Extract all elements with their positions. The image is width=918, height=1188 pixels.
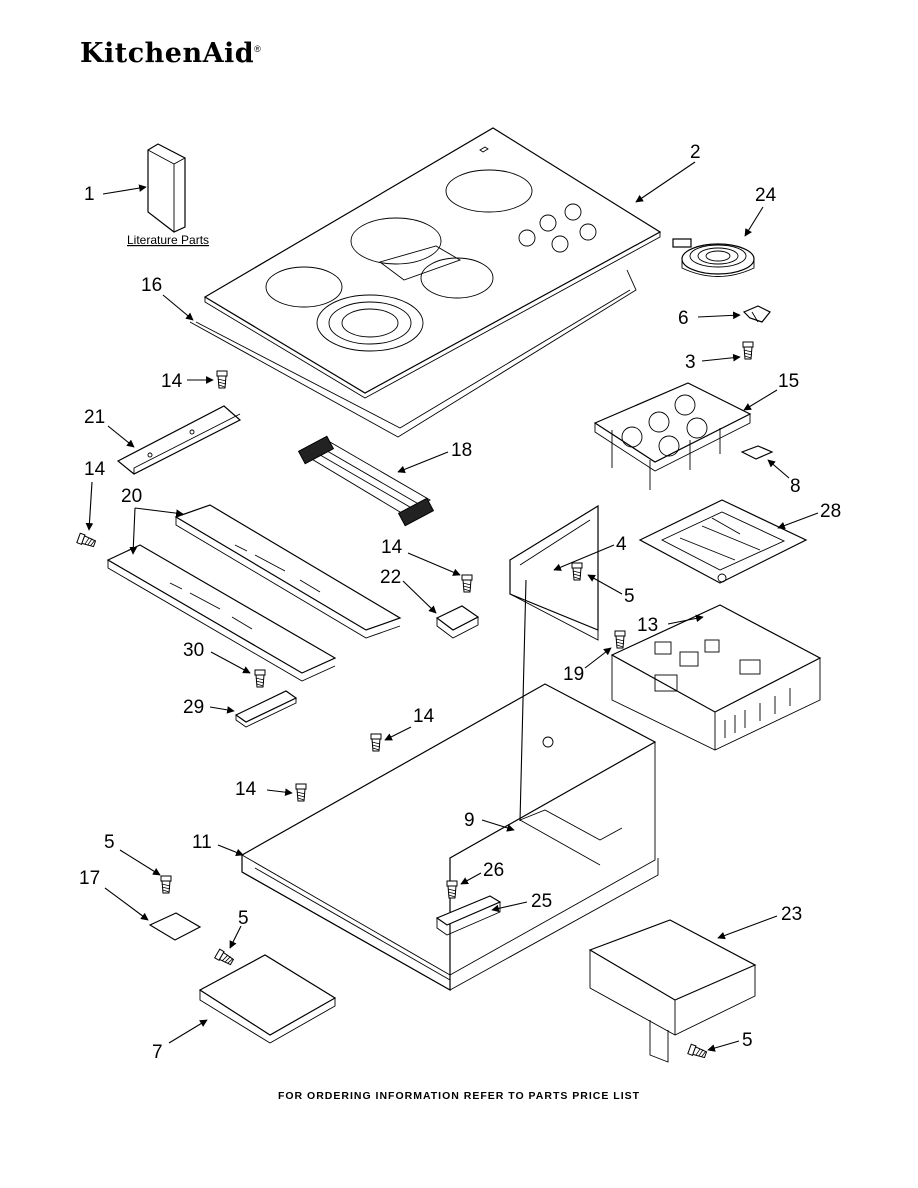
shield-bracket xyxy=(509,504,599,641)
callout-22: 22 xyxy=(380,567,401,588)
retaining-clip xyxy=(742,305,771,323)
glass-seal-gasket xyxy=(189,269,637,438)
callout-26: 26 xyxy=(483,860,504,881)
callout-5-d: 5 xyxy=(742,1030,753,1051)
callout-14-a: 14 xyxy=(161,371,183,392)
callout-8: 8 xyxy=(790,476,801,497)
screw-5b xyxy=(160,875,172,894)
screw-5c xyxy=(214,948,235,967)
junction-box xyxy=(588,919,757,1063)
screw-26 xyxy=(446,880,458,899)
callout-15: 15 xyxy=(778,371,799,392)
leader-lines xyxy=(85,161,819,1052)
wire-clip-bracket xyxy=(435,605,480,639)
support-rail-upper xyxy=(174,504,402,639)
junction-bracket xyxy=(198,954,337,1044)
callout-25: 25 xyxy=(531,891,552,912)
callout-29: 29 xyxy=(183,697,204,718)
callout-4: 4 xyxy=(616,534,627,555)
radiant-element xyxy=(672,238,755,277)
callout-5-a: 5 xyxy=(624,586,635,607)
terminal-plate xyxy=(234,690,298,728)
callout-9: 9 xyxy=(464,810,475,831)
callout-14-e: 14 xyxy=(235,779,257,800)
callout-28: 28 xyxy=(820,501,841,522)
callout-14-d: 14 xyxy=(413,706,435,727)
callout-21: 21 xyxy=(84,407,105,428)
brand-name: KitchenAid xyxy=(80,38,255,69)
support-rail-lower xyxy=(106,544,337,682)
ground-plate xyxy=(148,912,202,941)
ordering-info-footer: FOR ORDERING INFORMATION REFER TO PARTS … xyxy=(277,1090,641,1102)
callout-3: 3 xyxy=(685,352,696,373)
screw-14e xyxy=(295,783,307,802)
control-board xyxy=(593,382,752,490)
screw-5d xyxy=(687,1043,708,1060)
literature-parts-label: Literature Parts xyxy=(127,233,209,247)
screw-5a xyxy=(571,562,583,581)
callout-20: 20 xyxy=(121,486,142,507)
screw-19 xyxy=(614,630,626,649)
side-bracket xyxy=(116,405,242,475)
callout-6: 6 xyxy=(678,308,689,329)
callout-24: 24 xyxy=(755,185,777,206)
registered-mark: ® xyxy=(254,44,262,54)
screw-30 xyxy=(254,669,266,688)
callout-5-b: 5 xyxy=(104,832,115,853)
cooktop-chassis-box xyxy=(241,683,659,992)
screw-14a xyxy=(216,370,228,389)
callout-11: 11 xyxy=(192,832,212,853)
callout-2: 2 xyxy=(690,142,701,163)
callout-labels: 1 Literature Parts 2 24 16 6 3 14 15 21 … xyxy=(79,142,841,1063)
callout-1: 1 xyxy=(84,184,95,205)
callout-7: 7 xyxy=(152,1042,163,1063)
callout-30: 30 xyxy=(183,640,204,661)
callout-5-c: 5 xyxy=(238,908,249,929)
callout-18: 18 xyxy=(451,440,472,461)
literature-booklet xyxy=(147,143,186,233)
ribbon-cable xyxy=(297,435,435,527)
screw-14b xyxy=(76,532,97,549)
callout-13: 13 xyxy=(637,615,658,636)
callout-19: 19 xyxy=(563,664,584,685)
callout-14-c: 14 xyxy=(381,537,403,558)
screw-14d xyxy=(370,733,382,752)
brand-logo: KitchenAid® xyxy=(80,38,261,69)
cooktop-glass xyxy=(203,127,662,399)
electronic-control-module xyxy=(610,604,822,751)
control-mounting-frame xyxy=(638,499,808,584)
callout-14-b: 14 xyxy=(84,459,106,480)
callout-16: 16 xyxy=(141,275,162,296)
control-label xyxy=(740,445,774,460)
screw-3 xyxy=(742,341,754,360)
callout-23: 23 xyxy=(781,904,802,925)
callout-17: 17 xyxy=(79,868,100,889)
screw-14c xyxy=(461,574,473,593)
